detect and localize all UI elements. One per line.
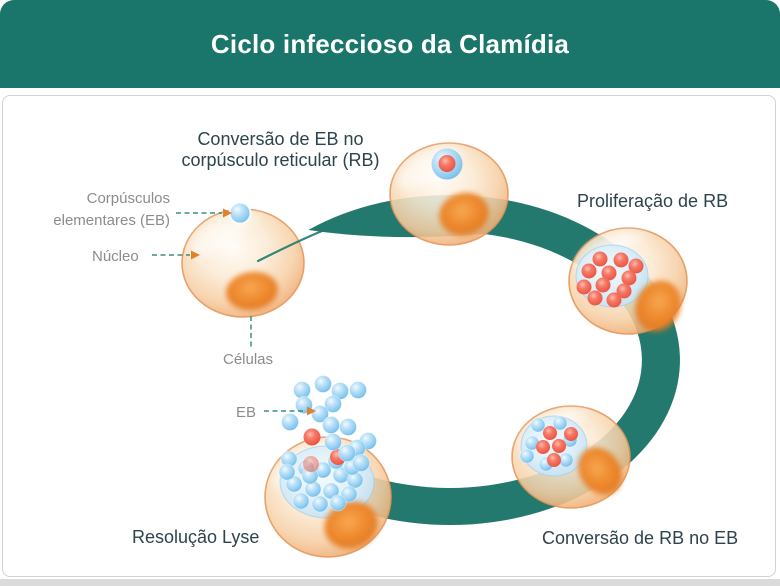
eb-dot <box>324 433 342 451</box>
cell-highlight-spot <box>617 232 644 243</box>
eb-dot <box>311 495 329 513</box>
cell-nucleus <box>226 271 278 311</box>
eb-dot <box>293 381 311 399</box>
eb-dot <box>552 415 568 431</box>
title-bar: Ciclo infeccioso da Clamídia <box>0 0 780 88</box>
rb-dot <box>616 283 632 299</box>
cycle-arrow-band <box>308 195 680 526</box>
label-elementary-bodies-line2: elementares (EB) <box>53 212 170 229</box>
rb-dot <box>581 263 597 279</box>
label-stage-lysis: Resolução Lyse <box>132 527 260 547</box>
label-nucleus: Núcleo <box>92 248 139 265</box>
connector-arrowhead <box>191 250 200 260</box>
nuclei-layer <box>226 192 681 549</box>
rb-dot <box>587 290 603 306</box>
label-stage-rb-to-eb: Conversão de RB no EB <box>542 528 739 548</box>
eb-dot <box>285 475 303 493</box>
dots-layer <box>278 251 644 513</box>
rb-dot-in-halo <box>438 155 456 172</box>
rb-dot <box>564 427 578 441</box>
eb-dot <box>314 375 332 393</box>
rb-dot <box>576 279 592 295</box>
rb-dot <box>628 258 644 274</box>
rb-dot <box>592 251 608 267</box>
rb-dot <box>595 277 611 293</box>
eb-dot <box>352 454 370 472</box>
rb-dot <box>547 453 561 467</box>
cell-highlight <box>189 215 246 257</box>
connector-arrowhead <box>223 208 232 218</box>
cell-nucleus <box>324 501 378 549</box>
label-stage-eb-to-rb-line2: corpúsculo reticular (RB) <box>181 150 380 170</box>
rb-dot <box>606 292 622 308</box>
rb-dot <box>536 440 550 454</box>
eb-dot <box>329 494 347 512</box>
label-stage-eb-to-rb-line1: Conversão de EB no <box>197 129 364 149</box>
rb-dot <box>552 439 566 453</box>
cell-nucleus <box>439 192 489 236</box>
eb-dot <box>519 448 535 464</box>
eb-dot <box>324 395 342 413</box>
label-elementary-bodies: Corpúsculos elementares (EB) <box>28 188 170 232</box>
eb-dot <box>340 485 358 503</box>
rb-dot <box>543 426 557 440</box>
rb-dot <box>303 456 319 472</box>
rb-dot <box>621 270 637 286</box>
eb-dot <box>349 381 367 399</box>
cycle-tail-line <box>256 229 324 263</box>
eb-dot <box>292 492 310 510</box>
eb-dot <box>322 482 340 500</box>
rb-dot <box>601 265 617 281</box>
eb-dot-attached <box>228 201 252 225</box>
bottom-strip <box>0 579 780 586</box>
eb-dot <box>278 463 296 481</box>
eb-dot <box>281 413 299 431</box>
eb-dot <box>338 444 356 462</box>
page-title: Ciclo infeccioso da Clamídia <box>210 28 570 59</box>
cell-nucleus <box>578 447 622 495</box>
eb-dot <box>339 418 357 436</box>
label-stage-proliferation: Proliferação de RB <box>577 191 729 211</box>
rb-dot <box>303 428 321 446</box>
cell-highlight-spot <box>560 410 587 421</box>
eb-dot <box>558 452 574 468</box>
label-elementary-bodies-line1: Corpúsculos <box>86 190 170 207</box>
label-eb: EB <box>236 404 257 421</box>
eb-dot <box>322 416 340 434</box>
label-cells: Células <box>223 351 274 368</box>
eb-dot <box>530 417 546 433</box>
connectors-layer <box>152 208 316 416</box>
rb-dot <box>613 252 629 268</box>
cell-nucleus <box>635 280 681 332</box>
eb-dot <box>311 405 329 423</box>
label-stage-eb-to-rb: Conversão de EB no corpúsculo reticular … <box>163 129 398 171</box>
connector-arrowhead <box>307 406 316 416</box>
